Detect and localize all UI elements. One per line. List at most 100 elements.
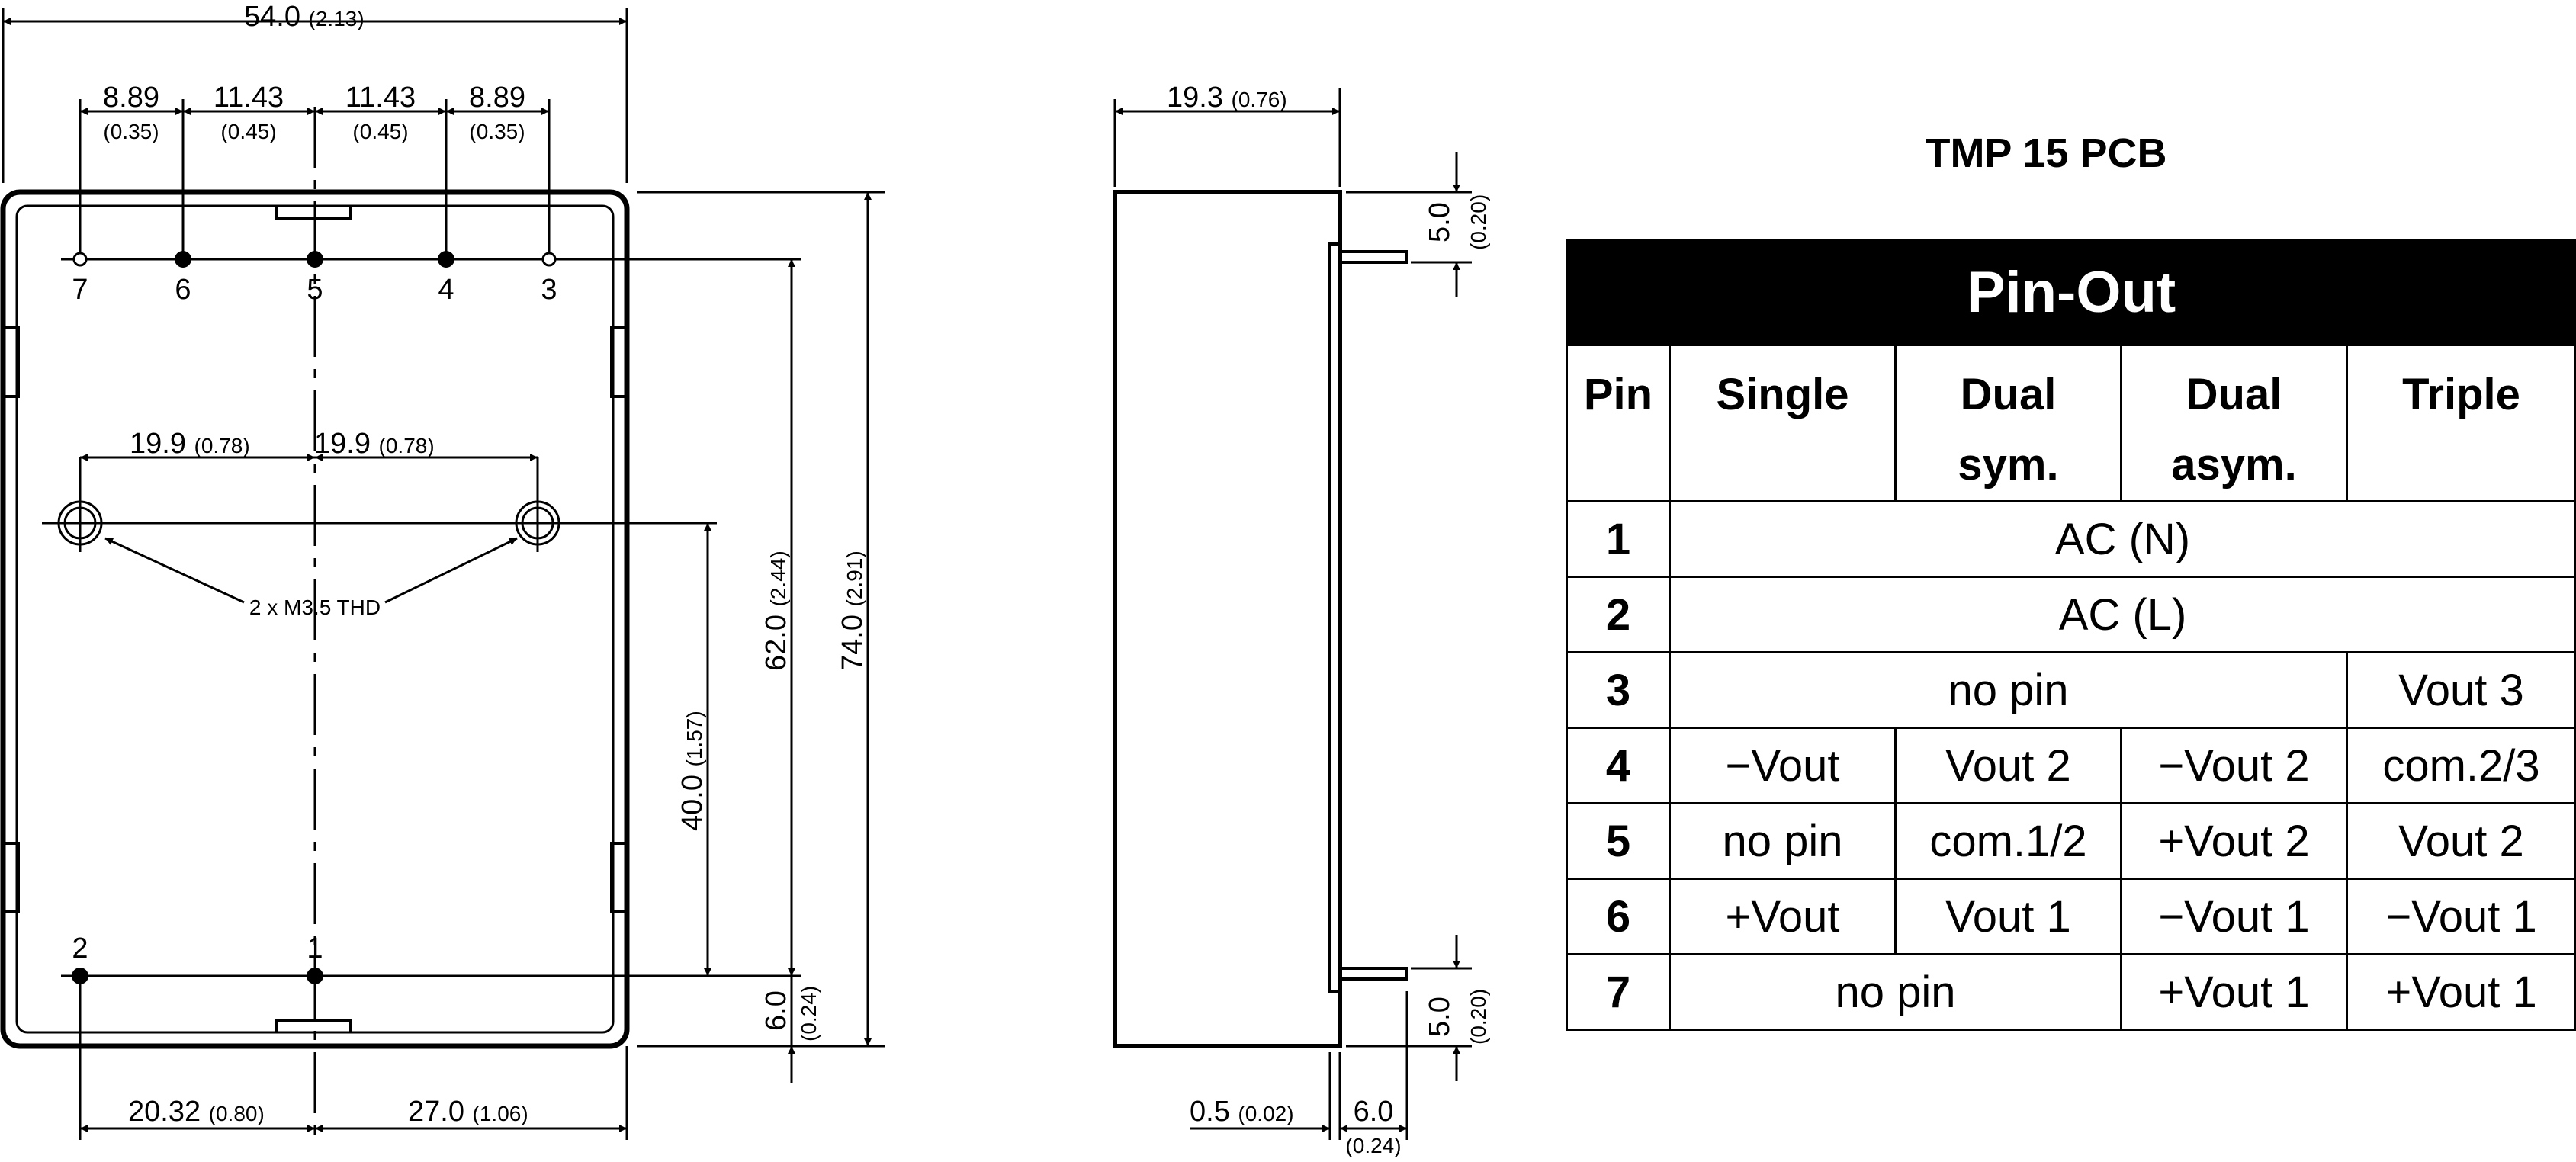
front-pins bbox=[72, 251, 557, 984]
pin-1-marker bbox=[307, 968, 323, 984]
dim-hole-left: 19.9 (0.78) bbox=[130, 428, 250, 460]
pin-function-dual-sym: com.1/2 bbox=[1894, 802, 2122, 880]
table-row: 7 no pin +Vout 1 +Vout 1 bbox=[1566, 953, 2576, 1031]
dim-pitch-a-in: (0.35) bbox=[103, 120, 159, 143]
pin-function-single: no pin bbox=[1669, 802, 1897, 880]
pin-7-marker bbox=[72, 252, 88, 267]
pin-number: 1 bbox=[1566, 500, 1671, 578]
pin-function: AC (L) bbox=[1668, 576, 2576, 653]
dim-standoff: 0.5 (0.02) bbox=[1190, 1096, 1294, 1128]
dim-pitch-b: 11.43 bbox=[214, 82, 284, 114]
pin-label-2: 2 bbox=[72, 932, 88, 965]
side-pin-top bbox=[1338, 250, 1408, 264]
dim-bottom-right: 27.0 (1.06) bbox=[408, 1096, 528, 1128]
right-tab-bottom bbox=[610, 842, 628, 913]
table-row: 6 +Vout Vout 1 −Vout 1 −Vout 1 bbox=[1566, 878, 2576, 955]
pin-label-5: 5 bbox=[307, 274, 323, 306]
pin-4-marker bbox=[438, 251, 454, 268]
table-row: 1 AC (N) bbox=[1566, 500, 2576, 578]
right-tab-top bbox=[610, 326, 628, 398]
dim-bottom-offset-side-in: (0.20) bbox=[1466, 989, 1490, 1045]
pin-function-triple: Vout 3 bbox=[2345, 651, 2576, 729]
dim-bottom-left: 20.32 (0.80) bbox=[128, 1096, 265, 1128]
dim-bottom-offset: 6.0 bbox=[760, 990, 792, 1031]
left-tab-top bbox=[2, 326, 20, 398]
hole-thread-label: 2 x M3.5 THD bbox=[249, 595, 381, 619]
pin-label-6: 6 bbox=[175, 274, 191, 306]
pin-function-dual-asym: +Vout 1 bbox=[2120, 953, 2348, 1031]
pin-label-4: 4 bbox=[438, 274, 454, 306]
dim-overall-width: 54.0 (2.13) bbox=[244, 1, 365, 33]
dim-pitch-d-in: (0.35) bbox=[469, 120, 525, 143]
side-body bbox=[1113, 190, 1342, 1048]
left-tab-bottom bbox=[2, 842, 20, 913]
pin-function-triple: −Vout 1 bbox=[2345, 878, 2576, 955]
mounting-holes bbox=[57, 494, 560, 552]
dim-pin-length: 6.0 bbox=[1354, 1096, 1394, 1128]
pin-label-1: 1 bbox=[307, 932, 323, 965]
pin-3-marker bbox=[541, 252, 557, 267]
pin-5-marker bbox=[307, 251, 323, 268]
table-row: 2 AC (L) bbox=[1566, 576, 2576, 653]
pin-number: 4 bbox=[1566, 727, 1671, 804]
dim-bottom-offset-in: (0.24) bbox=[797, 986, 821, 1042]
pin-function-single: +Vout bbox=[1669, 878, 1897, 955]
table-title: TMP 15 PCB bbox=[1925, 130, 2167, 176]
pin-number: 3 bbox=[1566, 651, 1671, 729]
pin-function-dual-sym: Vout 2 bbox=[1894, 727, 2122, 804]
side-standoff bbox=[1328, 242, 1341, 993]
pinout-header: Pin-Out bbox=[1565, 239, 2576, 346]
col-triple: Triple bbox=[2345, 344, 2576, 502]
dim-pitch-b-in: (0.45) bbox=[220, 120, 276, 143]
pin-function-dual-sym: Vout 1 bbox=[1894, 878, 2122, 955]
pin-6-marker bbox=[175, 251, 191, 268]
pin-function-triple: com.2/3 bbox=[2345, 727, 2576, 804]
pin-function-single: −Vout bbox=[1669, 727, 1897, 804]
dim-pin-length-in: (0.24) bbox=[1345, 1134, 1401, 1157]
pin-number: 2 bbox=[1566, 576, 1671, 653]
col-single: Single bbox=[1669, 344, 1897, 502]
dim-top-offset-in: (0.20) bbox=[1466, 194, 1490, 250]
dim-height-74: 74.0 (2.91) bbox=[837, 551, 869, 671]
pin-function-dual-asym: −Vout 1 bbox=[2120, 878, 2348, 955]
pin-function-triple: Vout 2 bbox=[2345, 802, 2576, 880]
dim-bottom-offset-side: 5.0 bbox=[1424, 997, 1456, 1037]
pin-function-dual-asym: −Vout 2 bbox=[2120, 727, 2348, 804]
pin-2-marker bbox=[72, 968, 88, 984]
dim-height-62: 62.0 (2.44) bbox=[760, 551, 792, 671]
table-row: 3 no pin Vout 3 bbox=[1566, 651, 2576, 729]
pin-function: no pin bbox=[1669, 953, 2122, 1031]
pin-number: 6 bbox=[1566, 878, 1671, 955]
dim-pitch-a: 8.89 bbox=[103, 82, 159, 114]
pin-function: AC (N) bbox=[1668, 500, 2576, 578]
top-notch bbox=[275, 206, 352, 220]
dim-pitch-d: 8.89 bbox=[469, 82, 525, 114]
table-row: 4 −Vout Vout 2 −Vout 2 com.2/3 bbox=[1566, 727, 2576, 804]
dim-hole-right: 19.9 (0.78) bbox=[314, 428, 435, 460]
pin-function-dual-asym: +Vout 2 bbox=[2120, 802, 2348, 880]
dim-top-offset: 5.0 bbox=[1424, 202, 1456, 242]
side-pin-bottom bbox=[1338, 967, 1408, 981]
col-pin: Pin bbox=[1566, 344, 1671, 502]
front-view bbox=[0, 8, 885, 1140]
bottom-notch bbox=[275, 1019, 352, 1032]
pin-function-triple: +Vout 1 bbox=[2345, 953, 2576, 1031]
pin-label-7: 7 bbox=[72, 274, 88, 306]
side-view-labels: 19.3 (0.76) 5.0 (0.20) 5.0 (0.20) 0.5 (0… bbox=[1167, 82, 1490, 1157]
dim-pitch-c-in: (0.45) bbox=[352, 120, 408, 143]
table-row: 5 no pin com.1/2 +Vout 2 Vout 2 bbox=[1566, 802, 2576, 880]
case-outline bbox=[0, 189, 630, 1049]
dim-pitch-c: 11.43 bbox=[345, 82, 416, 114]
pin-label-3: 3 bbox=[541, 274, 557, 306]
pin-number: 5 bbox=[1566, 802, 1671, 880]
side-view bbox=[1113, 88, 1472, 1140]
front-view-labels: 54.0 (2.13) 8.89 (0.35) 11.43 (0.45) 11.… bbox=[72, 1, 869, 1128]
dim-depth: 19.3 (0.76) bbox=[1167, 82, 1287, 114]
dim-height-40: 40.0 (1.57) bbox=[676, 711, 708, 831]
pin-number: 7 bbox=[1566, 953, 1671, 1031]
pin-function: no pin bbox=[1669, 651, 2348, 729]
